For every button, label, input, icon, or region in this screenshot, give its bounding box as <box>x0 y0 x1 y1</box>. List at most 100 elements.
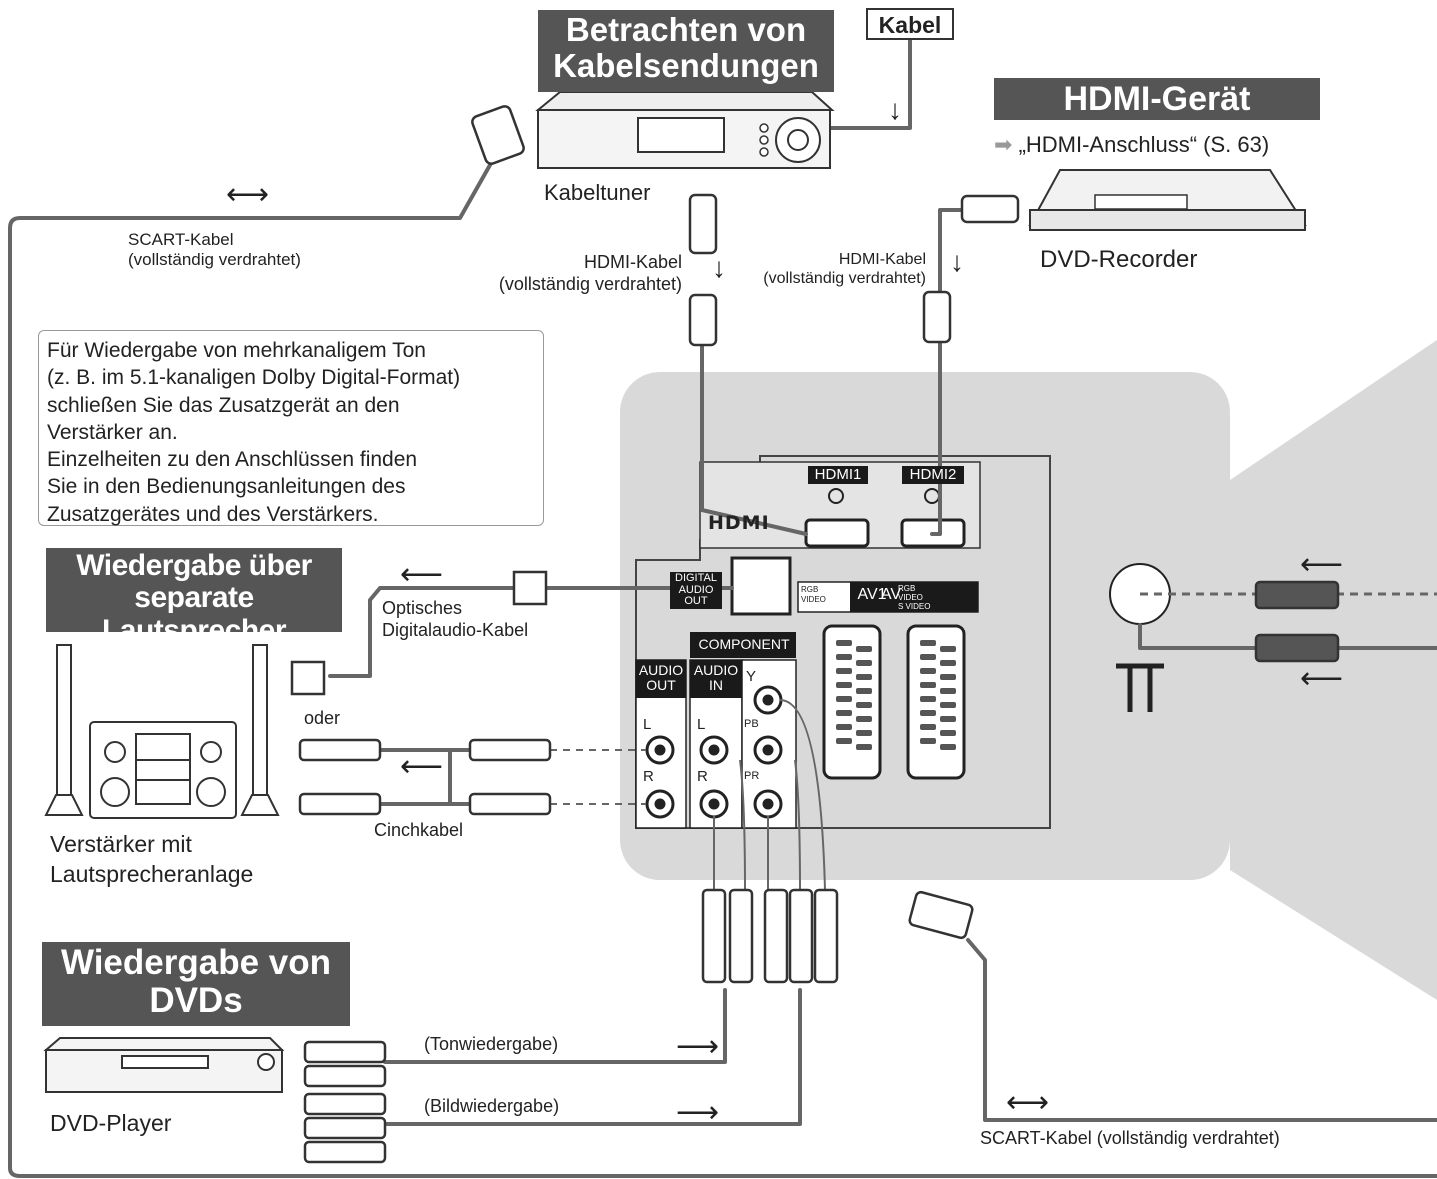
audio-in-line-2: IN <box>709 676 723 693</box>
jack-label-pb: PB <box>744 718 759 730</box>
optical-plug-tv <box>512 570 548 606</box>
dao-line-1: DIGITAL <box>675 572 717 584</box>
port-av1: AV1 <box>857 586 887 603</box>
rca-jacks <box>645 685 783 819</box>
cinch-plug-2 <box>298 792 382 816</box>
down-arrow-icon: ↓ <box>950 246 964 277</box>
port-hdmi1: HDMI1 <box>808 466 868 484</box>
optical-line-1: Optisches <box>382 598 463 618</box>
header-separate-speakers: Wiedergabe über separate Lautsprecher <box>46 548 342 646</box>
label-hdmi-right: HDMI-Kabel (vollständig verdrahtet) <box>736 250 926 288</box>
port-hdmi2: HDMI2 <box>902 466 964 484</box>
right-arrow-icon: ⟶ <box>676 1030 720 1063</box>
av2-small-video: VIDEO <box>898 593 923 603</box>
info-line: Sie in den Bedienungsanleitungen des <box>47 475 406 499</box>
audio-in-label-bar <box>690 660 742 698</box>
port-av2: AV <box>880 586 902 603</box>
scart-plug-top <box>471 105 525 165</box>
dvd-plug-5 <box>303 1140 387 1164</box>
info-line: Für Wiedergabe von mehrkanaligem Ton <box>47 339 426 362</box>
label-optical: Optisches Digitalaudio-Kabel <box>382 598 528 641</box>
amplifier-line-2: Lautsprecheranlage <box>50 860 254 887</box>
info-line: Zusatzgerätes und des Verstärkers. <box>47 502 379 526</box>
label-scart-bottom: SCART-Kabel (vollständig verdrahtet) <box>980 1128 1280 1148</box>
dao-line-2: AUDIO <box>678 583 714 596</box>
rca-plug-4 <box>788 888 814 984</box>
amplifier-line-1: Verstärker mit <box>50 831 192 857</box>
component-wires <box>713 699 826 891</box>
bildwiedergabe-cable <box>383 988 802 1126</box>
antenna-plug-upper <box>1254 580 1340 610</box>
info-line: Verstärker an. <box>47 420 178 444</box>
dvd-recorder <box>1028 169 1307 231</box>
plugs <box>290 105 1340 1164</box>
hdmi-plug-left-top <box>688 193 718 255</box>
label-dvd-player: DVD-Player <box>50 1110 172 1136</box>
left-arrow-icon: ⟵ <box>1300 548 1344 581</box>
hdmi1-port <box>804 518 870 548</box>
label-cinch: Cinchkabel <box>374 820 464 840</box>
cable-kabel-line <box>828 38 912 130</box>
jack-label-r-in: R <box>697 768 708 785</box>
label-hdmi-left: HDMI-Kabel (vollständig verdrahtet) <box>466 252 682 295</box>
av2-small-svideo: S VIDEO <box>898 602 931 612</box>
header-cable-viewing: Betrachten von Kabelsendungen <box>538 10 834 92</box>
cinch-plug-1 <box>298 738 382 762</box>
left-arrow-icon: ⟵ <box>400 558 444 591</box>
scart-top-line-1: SCART-Kabel <box>128 230 234 249</box>
label-or: oder <box>304 708 341 728</box>
port-audio-out: AUDIO OUT <box>636 662 686 693</box>
antenna-plug-lower <box>1254 633 1340 663</box>
speaker-right <box>252 644 268 796</box>
right-arrow-icon: ⟶ <box>676 1096 720 1129</box>
ref-arrow-icon: ➡ <box>994 132 1013 157</box>
hdmi-left-line-2: (vollständig verdrahtet) <box>498 273 682 294</box>
header-dvd-playback: Wiedergabe von DVDs <box>42 942 350 1026</box>
optical-plug-amp <box>290 660 326 696</box>
av2-small-rgb: RGB <box>898 584 916 593</box>
port-audio-in: AUDIO IN <box>690 662 742 693</box>
tonwiedergabe-cable <box>383 988 727 1064</box>
info-line: Einzelheiten zu den Anschlüssen finden <box>47 448 418 472</box>
scart-pins <box>836 640 956 750</box>
speaker-left <box>56 644 72 796</box>
jack-label-pr: PR <box>744 770 760 782</box>
av1-small-video: VIDEO <box>801 594 826 604</box>
av-bar-dark <box>850 582 978 612</box>
hdmi-left-cable <box>700 343 808 536</box>
av2-small-labels: RGB VIDEO S VIDEO <box>898 584 930 612</box>
dvd-plug-2 <box>303 1064 387 1088</box>
scart-plug-bottom <box>908 890 974 940</box>
hdmi-left-line-1: HDMI-Kabel <box>583 252 682 272</box>
hdmi-plug-left-bottom <box>688 293 718 347</box>
rca-plug-5 <box>813 888 839 984</box>
dao-line-3: OUT <box>684 595 708 608</box>
av1-small-labels: RGB VIDEO <box>801 585 826 604</box>
bidirectional-arrow-icon: ⟷ <box>226 178 270 211</box>
component-label-bar <box>690 632 796 658</box>
label-scart-top: SCART-Kabel (vollständig verdrahtet) <box>128 230 301 271</box>
rca-plug-2 <box>728 888 754 984</box>
jack-label-r-out: R <box>643 768 654 785</box>
dvd-plug-4 <box>303 1116 387 1140</box>
rca-plug-3 <box>763 888 789 984</box>
rca-plug-1 <box>701 888 727 984</box>
amplifier-speakers <box>44 644 280 819</box>
audio-out-line-2: OUT <box>646 676 676 693</box>
dvd-plug-1 <box>303 1040 387 1064</box>
cable-tuner <box>535 91 835 169</box>
down-arrow-icon: ↓ <box>712 252 726 283</box>
hdmi-right-line-2: (vollständig verdrahtet) <box>763 270 926 288</box>
dashed-cinch-links <box>550 749 646 805</box>
hdmi-plug-right-top <box>960 194 1020 224</box>
antenna-symbol <box>1116 663 1164 712</box>
port-component: COMPONENT <box>698 636 790 652</box>
audio-out-line-1: AUDIO <box>638 662 684 678</box>
header-hdmi-device: HDMI-Gerät <box>994 78 1320 120</box>
port-digital-audio-out: DIGITAL AUDIO OUT <box>670 572 722 609</box>
bidirectional-arrow-icon: ⟷ <box>1006 1086 1050 1119</box>
label-video-playback: (Bildwiedergabe) <box>424 1096 560 1116</box>
digital-audio-out-port <box>730 556 792 616</box>
left-arrow-icon: ⟵ <box>1300 662 1344 695</box>
av1-small-rgb: RGB <box>801 585 819 594</box>
